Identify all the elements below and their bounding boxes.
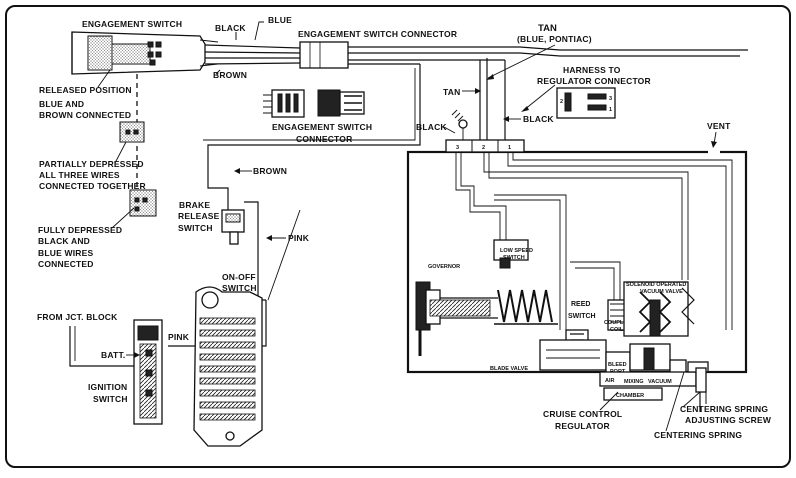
- label-fully-2: BLACK AND: [38, 236, 90, 246]
- fully-depressed-switch-contacts: [129, 189, 157, 217]
- label-low-speed-2: SWITCH: [503, 255, 525, 261]
- label-ignition-2: SWITCH: [93, 394, 128, 404]
- label-chamber: CHAMBER: [616, 393, 644, 399]
- label-released-position: RELEASED POSITION: [39, 85, 132, 95]
- label-pink-left: PINK: [168, 332, 190, 342]
- fuse-block: [193, 286, 263, 447]
- brown-wire: [203, 64, 421, 210]
- ignition-switch: [133, 319, 163, 425]
- diagram-border: [5, 5, 791, 468]
- label-coupling-1: COUPLING: [604, 320, 633, 326]
- label-reed-2: SWITCH: [568, 313, 596, 320]
- terminal-3: 3: [456, 145, 459, 151]
- label-engagement-switch-connector-top: ENGAGEMENT SWITCH CONNECTOR: [298, 29, 457, 39]
- label-vent: VENT: [707, 121, 731, 131]
- label-vacuum: VACUUM: [648, 379, 672, 385]
- label-esc-bottom-2: CONNECTOR: [296, 134, 352, 144]
- connector-pin-1: 1: [609, 107, 612, 113]
- label-tan-subtitle: (BLUE, PONTIAC): [517, 34, 592, 44]
- label-brake-2: RELEASE: [178, 211, 220, 221]
- label-esc-bottom-1: ENGAGEMENT SWITCH: [272, 122, 372, 132]
- label-tan-side: TAN: [443, 87, 460, 97]
- top-wire-harness: [204, 41, 748, 69]
- label-tan-title: TAN: [538, 23, 557, 34]
- label-blue-brown-2: BROWN CONNECTED: [39, 110, 131, 120]
- label-batt: BATT.: [101, 350, 125, 360]
- brake-release-switch: [221, 201, 259, 245]
- terminal-1: 1: [508, 145, 511, 151]
- label-partial-3: CONNECTED TOGETHER: [39, 181, 146, 191]
- label-brake-1: BRAKE: [179, 200, 210, 210]
- label-low-speed-1: LOW SPEED: [500, 248, 533, 254]
- label-partial-2: ALL THREE WIRES: [39, 170, 120, 180]
- label-air: AIR: [605, 378, 615, 384]
- label-brown-top: BROWN: [213, 70, 247, 80]
- label-centering-spring: CENTERING SPRING: [654, 430, 742, 440]
- engagement-switch: [71, 31, 219, 75]
- label-fully-4: CONNECTED: [38, 259, 94, 269]
- label-fully-1: FULLY DEPRESSED: [38, 225, 122, 235]
- engagement-switch-connector-illustration: [263, 89, 365, 118]
- cruise-control-regulator: 3 2 1 LOW SPEED SWITCH GOVERNOR: [406, 139, 748, 379]
- label-blade-valve: BLADE VALVE: [490, 366, 528, 372]
- label-from-jct: FROM JCT. BLOCK: [37, 312, 118, 322]
- label-harness-2: REGULATOR CONNECTOR: [537, 76, 651, 86]
- regulator-connector-illustration: 2 3 1: [556, 87, 616, 119]
- label-solenoid-2: VACUUM VALVE: [640, 289, 683, 295]
- label-engagement-switch: ENGAGEMENT SWITCH: [82, 19, 182, 29]
- terminal-2: 2: [482, 145, 485, 151]
- regulator-harness-wires: [462, 58, 506, 140]
- label-blue-brown-1: BLUE AND: [39, 99, 84, 109]
- label-harness-1: HARNESS TO: [563, 65, 621, 75]
- label-governor: GOVERNOR: [428, 264, 460, 270]
- label-pink-right: PINK: [288, 233, 310, 243]
- label-centering-adj-1: CENTERING SPRING: [680, 404, 768, 414]
- label-fully-3: BLUE WIRES: [38, 248, 93, 258]
- label-brown-mid: BROWN: [253, 166, 287, 176]
- label-cruise-1: CRUISE CONTROL: [543, 409, 622, 419]
- label-black-top: BLACK: [215, 23, 246, 33]
- label-cruise-2: REGULATOR: [555, 421, 610, 431]
- partial-switch-contacts: [119, 121, 145, 143]
- label-onoff-2: SWITCH: [222, 283, 257, 293]
- connector-pin-2: 2: [560, 99, 563, 105]
- label-solenoid-1: SOLENOID OPERATED: [626, 282, 686, 288]
- connector-pin-3: 3: [609, 96, 612, 102]
- ground-screw-icon: [451, 109, 468, 129]
- label-bleed-1: BLEED: [608, 362, 627, 368]
- label-black-right: BLACK: [523, 114, 554, 124]
- label-onoff-1: ON-OFF: [222, 272, 256, 282]
- label-coupling-2: COIL: [610, 327, 624, 333]
- label-reed-1: REED: [571, 301, 590, 308]
- label-centering-adj-2: ADJUSTING SCREW: [685, 415, 772, 425]
- label-partial-1: PARTIALLY DEPRESSED: [39, 159, 144, 169]
- label-black-left: BLACK: [416, 122, 447, 132]
- label-mixing: MIXING: [624, 379, 644, 385]
- regulator-bottom-chambers: AIR MIXING VACUUM CHAMBER: [599, 361, 709, 412]
- label-ignition-1: IGNITION: [88, 382, 127, 392]
- label-blue-top: BLUE: [268, 15, 292, 25]
- label-brake-3: SWITCH: [178, 223, 213, 233]
